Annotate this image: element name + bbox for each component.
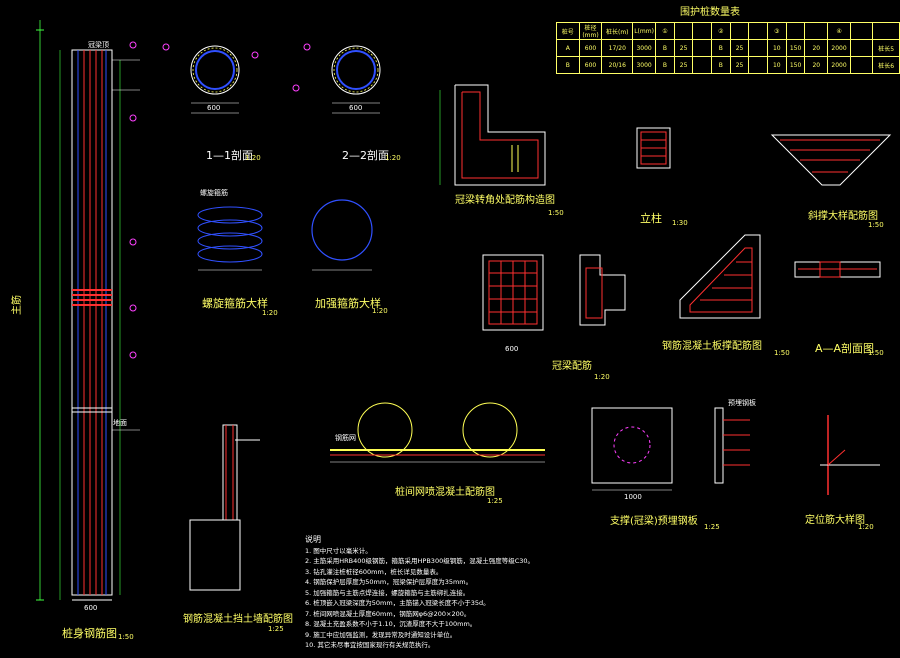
- embedded-plate-detail: [591, 407, 750, 491]
- column-detail: [636, 127, 671, 169]
- scale-sec11: 1:20: [245, 154, 261, 162]
- spiral-hoop-detail: [197, 206, 263, 271]
- note-line: 1. 图中尺寸以毫米计。: [305, 546, 372, 555]
- title-shotcrete: 桩间网喷混凝土配筋图: [395, 487, 495, 498]
- pile-length-label: 主筋: [12, 295, 23, 315]
- scale-crown-beam: 1:20: [594, 373, 610, 381]
- note-line: 6. 桩顶嵌入冠梁深度为50mm，主筋锚入冠梁长度不小于35d。: [305, 599, 490, 607]
- table-row: A 600 17/20 3000 B 25 B 25 10 150 20 200…: [556, 39, 900, 57]
- title-spiral: 螺旋箍筋大样: [202, 297, 268, 310]
- section-1-1: [162, 43, 259, 114]
- note-line: 10. 其它未尽事宜按国家现行有关规范执行。: [305, 641, 435, 649]
- title-column: 立柱: [640, 212, 662, 225]
- scale-diag-brace: 1:50: [868, 221, 884, 229]
- note-line: 3. 钻孔灌注桩桩径600mm，桩长详见数量表。: [305, 567, 443, 576]
- title-anchor: 定位筋大样图: [805, 515, 865, 526]
- scale-spiral: 1:20: [262, 309, 278, 317]
- scale-shotcrete: 1:25: [487, 497, 503, 505]
- title-pile-body: 桩身钢筋图: [62, 627, 117, 640]
- concrete-plate-detail: [679, 234, 761, 319]
- sec11-dim: 600: [207, 104, 221, 112]
- plate-dim: 1000: [624, 493, 642, 501]
- label-pile-bot: 600: [84, 604, 98, 612]
- scale-retaining-wall: 1:25: [268, 625, 284, 633]
- notes-heading: 说明: [305, 535, 321, 544]
- note-line: 4. 钢筋保护层厚度为50mm，冠梁保护层厚度为35mm。: [305, 578, 473, 586]
- scale-pile-body: 1:50: [118, 633, 134, 641]
- title-crown-corner: 冠梁转角处配筋构造图: [455, 195, 555, 206]
- shotcrete-detail: [330, 402, 545, 463]
- label-top: 冠梁顶: [88, 41, 109, 49]
- title-aa: A—A剖面图: [815, 342, 875, 355]
- scale-pile-cap: 1:25: [704, 523, 720, 531]
- sec22-dim: 600: [349, 104, 363, 112]
- th-1: 桩径(mm): [578, 22, 603, 40]
- th-7: ②: [710, 22, 731, 40]
- diag-brace-detail: [770, 134, 892, 186]
- scale-sec22: 1:20: [385, 154, 401, 162]
- mesh-label: 钢筋网: [335, 434, 356, 442]
- scale-hoop: 1:20: [372, 307, 388, 315]
- title-concrete-plate: 钢筋混凝土板撑配筋图: [662, 341, 762, 352]
- scale-anchor: 1:20: [858, 523, 874, 531]
- scale-column: 1:30: [672, 219, 688, 227]
- scale-concrete-plate: 1:50: [774, 349, 790, 357]
- note-line: 5. 加强箍筋与主筋点焊连接，螺旋箍筋与主筋绑扎连接。: [305, 588, 470, 597]
- title-diag-brace: 斜撑大样配筋图: [808, 211, 878, 222]
- title-pile-cap: 支撑(冠梁)预埋钢板: [610, 516, 698, 527]
- hoop-detail: [311, 199, 373, 271]
- th-4: ①: [655, 22, 675, 40]
- th-13: ④: [827, 22, 851, 40]
- crown-beam-dim: 600: [505, 345, 519, 353]
- th-2: 桩长(m): [601, 22, 634, 40]
- table-header-row: 桩号 桩径(mm) 桩长(m) L(mm) ① ② ③ ④: [556, 22, 900, 40]
- table-row: B 600 20/16 3000 B 25 B 25 10 150 20 200…: [556, 56, 900, 74]
- title-hoop: 加强箍筋大样: [315, 297, 381, 310]
- table-title: 围护桩数量表: [680, 7, 740, 18]
- crown-beam-detail: [482, 254, 626, 331]
- crown-corner-detail: [439, 84, 546, 186]
- anchor-detail: [820, 415, 880, 495]
- pile-body-drawing: [36, 20, 140, 601]
- th-3: L(mm): [632, 22, 657, 40]
- title-sec11: 1—1剖面: [206, 149, 253, 162]
- scale-crown-corner: 1:50: [548, 209, 564, 217]
- note-line: 9. 施工中应加强监测，发现异常及时通知设计单位。: [305, 630, 457, 639]
- scale-aa: 1:50: [868, 349, 884, 357]
- retaining-wall-detail: [189, 424, 260, 591]
- title-sec22: 2—2剖面: [342, 149, 389, 162]
- pile-table: 桩号 桩径(mm) 桩长(m) L(mm) ① ② ③ ④ A 600 17/2…: [556, 22, 900, 74]
- plate-label: 预埋钢板: [728, 399, 756, 407]
- section-2-2: [292, 43, 381, 114]
- notes-block: 说明 1. 图中尺寸以毫米计。 2. 主筋采用HRB400级钢筋，箍筋采用HPB…: [305, 535, 605, 651]
- spiral-label: 螺旋箍筋: [200, 189, 228, 197]
- label-ground: 地面: [113, 419, 127, 427]
- title-crown-beam: 冠梁配筋: [552, 361, 592, 372]
- th-10: ③: [766, 22, 787, 40]
- title-retaining-wall: 钢筋混凝土挡土墙配筋图: [183, 614, 293, 625]
- th-0: 桩号: [556, 22, 580, 40]
- note-line: 7. 桩间网喷混凝土厚度60mm，钢筋网φ6@200×200。: [305, 609, 471, 618]
- note-line: 8. 混凝土充盈系数不小于1.10，沉渣厚度不大于100mm。: [305, 620, 477, 628]
- note-line: 2. 主筋采用HRB400级钢筋，箍筋采用HPB300级钢筋，混凝土强度等级C3…: [305, 557, 535, 565]
- aa-section-detail: [794, 261, 881, 278]
